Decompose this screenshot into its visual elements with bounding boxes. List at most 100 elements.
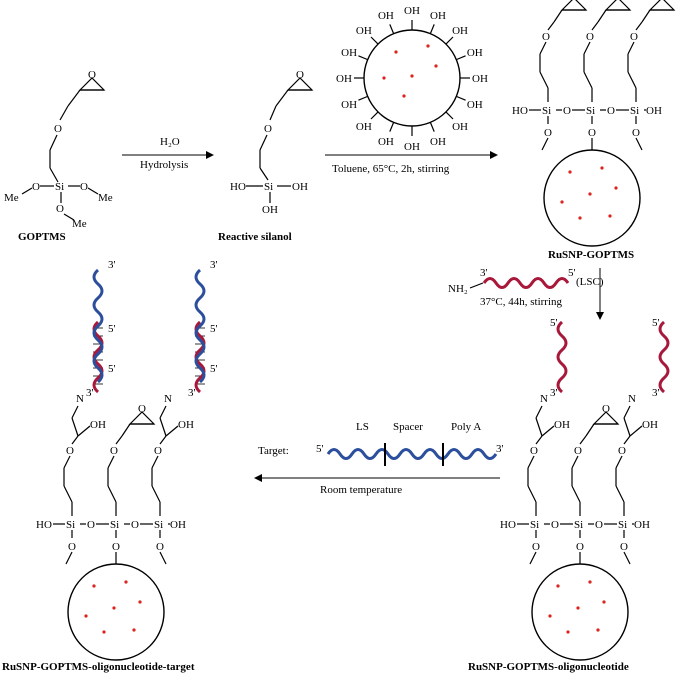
probe-strand <box>556 320 568 394</box>
ether-o: O <box>66 445 74 457</box>
ru-dye-dot <box>600 166 604 170</box>
target-strand <box>194 268 206 384</box>
si-atom: Si <box>55 181 64 193</box>
svg-text:3': 3' <box>480 267 488 279</box>
amine-n: N <box>76 393 84 405</box>
three-prime-label: 3' <box>210 259 218 271</box>
bridge-o: O <box>595 519 603 531</box>
si-atom: Si <box>110 519 119 531</box>
bridge-o: O <box>87 519 95 531</box>
hydroxyl-label: OH <box>554 419 570 431</box>
anchor-o: O <box>532 541 540 553</box>
svg-text:OH: OH <box>262 204 278 216</box>
ether-o: O <box>530 445 538 457</box>
epoxide-o: O <box>614 0 622 1</box>
goptms-label: GOPTMS <box>18 231 66 243</box>
lsc-strand <box>482 277 570 289</box>
si-atom: Si <box>574 519 583 531</box>
five-prime-label: 5' <box>210 363 218 375</box>
five-prime-label: 5' <box>108 363 116 375</box>
hydroxyl-label: OH <box>452 25 468 37</box>
svg-text:3': 3' <box>496 443 504 455</box>
hydroxyl-label: OH <box>452 121 468 133</box>
step3-label: (LSC) <box>576 276 604 288</box>
bridge-o: O <box>551 519 559 531</box>
anchor-o: O <box>544 127 552 139</box>
five-prime-label: 5' <box>550 317 558 329</box>
si-atom: Si <box>154 519 163 531</box>
ether-o: O <box>574 445 582 457</box>
hydroxyl-label: OH <box>404 141 420 153</box>
hydroxyl-label: OH <box>341 47 357 59</box>
epoxide-o: O <box>570 0 578 1</box>
hydroxyl-label: OH <box>341 99 357 111</box>
anchor-o: O <box>632 127 640 139</box>
si-atom: Si <box>66 519 75 531</box>
hydroxyl-label: OH <box>642 419 658 431</box>
ru-dye-dot <box>112 606 116 610</box>
step1-reagent: H₂O <box>160 136 180 148</box>
epoxide-o: O <box>658 0 666 1</box>
oh-label: OH <box>170 519 186 531</box>
si-atom: Si <box>530 519 539 531</box>
ru-goptms-label: RuSNP-GOPTMS <box>548 249 634 261</box>
epoxide-o: O <box>602 403 610 415</box>
ru-dye-dot <box>548 614 552 618</box>
ru-dye-dot <box>596 628 600 632</box>
hydroxyl-label: OH <box>467 47 483 59</box>
silanol-molecule: O O Si HO OH OH <box>230 69 314 216</box>
segment-spacer: Spacer <box>393 421 423 433</box>
ru-dye-dot <box>138 600 142 604</box>
si-atom: Si <box>542 105 551 117</box>
three-prime-label: 3' <box>86 387 94 399</box>
oh-label: OH <box>634 519 650 531</box>
ru-dye-dot <box>578 216 582 220</box>
svg-text:Si: Si <box>264 181 273 193</box>
ru-dye-dot <box>588 580 592 584</box>
ru-dye-dot <box>92 584 96 588</box>
five-prime-label: 5' <box>210 323 218 335</box>
hydroxyl-label: OH <box>356 121 372 133</box>
bridge-o: O <box>563 105 571 117</box>
epoxide-o: O <box>138 403 146 415</box>
svg-text:O: O <box>296 69 304 81</box>
me-left: Me <box>4 192 19 204</box>
ru-oligo-label: RuSNP-GOPTMS-oligonucleotide <box>468 661 629 673</box>
o-bottom: O <box>56 203 64 215</box>
hydroxyl-label: OH <box>90 419 106 431</box>
amine-n: N <box>628 393 636 405</box>
svg-text:OH: OH <box>292 181 308 193</box>
ru-dye-dot <box>614 186 618 190</box>
svg-text:5': 5' <box>568 267 576 279</box>
goptms-molecule: O O Si O Me O Me O Me <box>4 69 113 230</box>
target-strand <box>326 448 498 460</box>
hydroxyl-label: OH <box>378 10 394 22</box>
ether-o: O <box>54 123 62 135</box>
three-prime-label: 3' <box>550 387 558 399</box>
ether-o: O <box>110 445 118 457</box>
ether-o: O <box>618 445 626 457</box>
step3-condition: 37°C, 44h, stirring <box>480 296 563 308</box>
ether-o: O <box>542 31 550 43</box>
ru-dye-dot <box>556 584 560 588</box>
ru-goptms-molecule: HOSiOOOOSiOOOOSiOOOOH <box>512 0 676 247</box>
ho-label: HO <box>36 519 52 531</box>
anchor-o: O <box>588 127 596 139</box>
ether-o: O <box>154 445 162 457</box>
svg-text:HO: HO <box>230 181 246 193</box>
ho-label: HO <box>500 519 516 531</box>
epoxide-o: O <box>88 69 96 81</box>
ru-dye-dot <box>608 214 612 218</box>
step3-amine: NH₂ <box>448 283 468 295</box>
si-atom: Si <box>586 105 595 117</box>
hydroxyl-label: OH <box>472 73 488 85</box>
ho-label: HO <box>512 105 528 117</box>
amine-n: N <box>540 393 548 405</box>
oh-label: OH <box>646 105 662 117</box>
ru-dye-dot <box>566 630 570 634</box>
me-bottom: Me <box>72 218 87 230</box>
three-prime-label: 3' <box>188 387 196 399</box>
